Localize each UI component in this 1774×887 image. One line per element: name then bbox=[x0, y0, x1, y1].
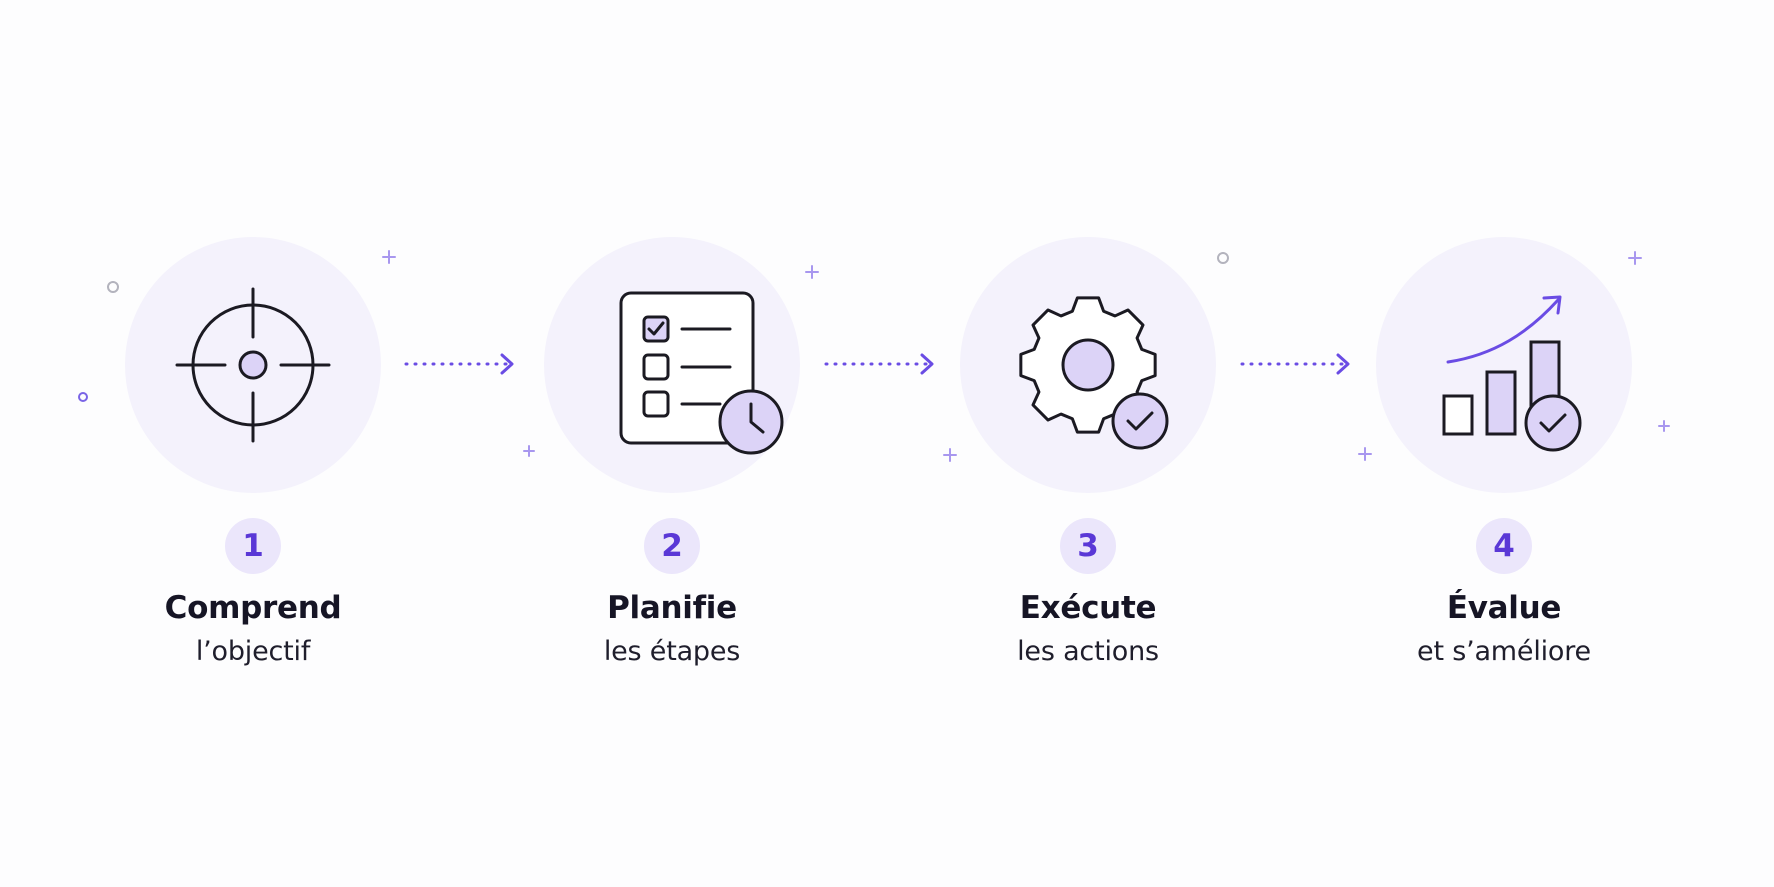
step-2-number-badge: 2 bbox=[644, 518, 700, 574]
checklist-clock-icon bbox=[619, 291, 784, 455]
step-1-title: Comprend bbox=[164, 590, 342, 626]
arrow-right-icon bbox=[404, 353, 514, 375]
step-3-number-badge: 3 bbox=[1060, 518, 1116, 574]
step-4-number-badge: 4 bbox=[1476, 518, 1532, 574]
step-3-subtitle: les actions bbox=[1017, 636, 1159, 667]
gear-check-icon bbox=[1019, 296, 1169, 450]
step-4-circle bbox=[1376, 237, 1632, 493]
step-2-subtitle: les étapes bbox=[603, 636, 741, 667]
step-2: 2 Planifie les étapes bbox=[522, 0, 822, 887]
step-4-title: Évalue bbox=[1446, 590, 1562, 626]
step-4-subtitle: et s’améliore bbox=[1417, 636, 1591, 667]
step-1-subtitle: l’objectif bbox=[195, 636, 311, 667]
target-icon bbox=[175, 287, 331, 443]
arrow-right-icon bbox=[824, 353, 934, 375]
arrow-right-icon bbox=[1240, 353, 1350, 375]
step-1: 1 Comprend l’objectif bbox=[103, 0, 403, 887]
step-3-title: Exécute bbox=[1019, 590, 1157, 626]
growth-chart-check-icon bbox=[1442, 295, 1582, 452]
step-2-title: Planifie bbox=[607, 590, 737, 626]
step-3: 3 Exécute les actions bbox=[938, 0, 1238, 887]
step-4: 4 Évalue et s’améliore bbox=[1354, 0, 1654, 887]
step-1-number-badge: 1 bbox=[225, 518, 281, 574]
